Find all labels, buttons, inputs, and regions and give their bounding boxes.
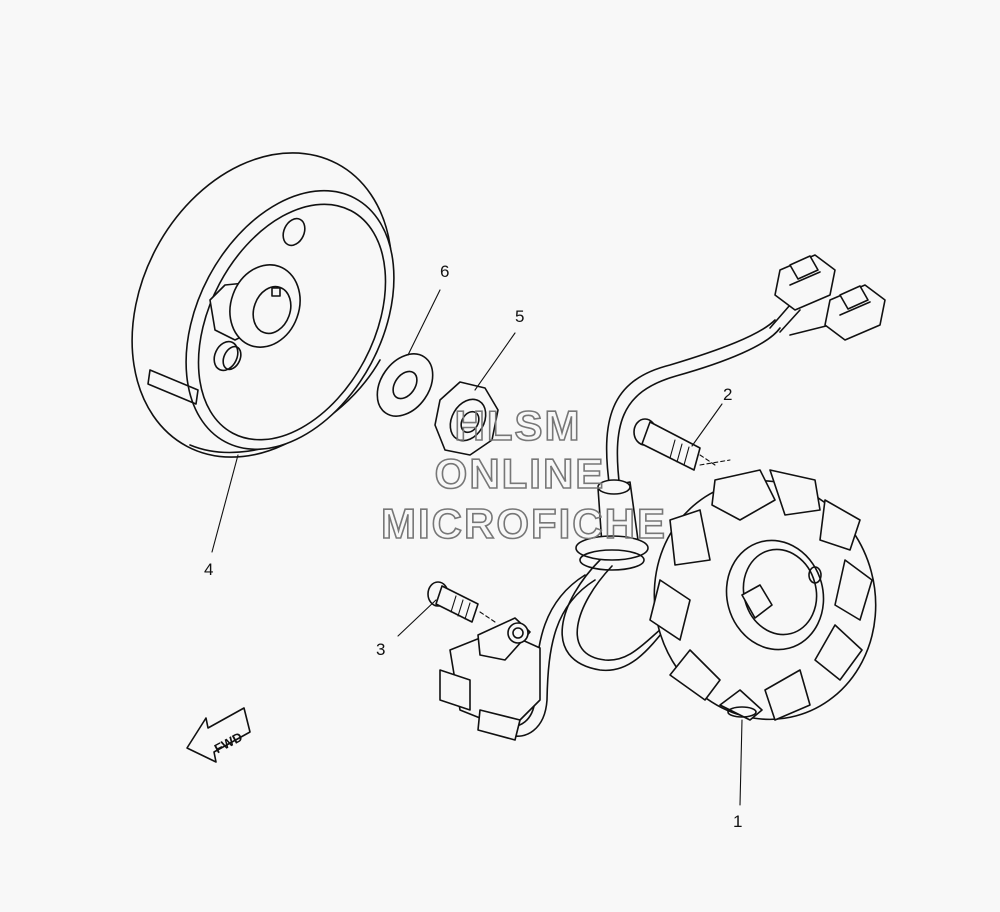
rotor-flywheel[interactable] xyxy=(81,107,443,502)
connector-lower[interactable] xyxy=(824,284,886,341)
connector-upper[interactable] xyxy=(774,254,836,311)
leader-6 xyxy=(407,289,441,356)
callout-4: 4 xyxy=(204,560,213,579)
callout-3: 3 xyxy=(376,640,385,659)
pickup-screw[interactable] xyxy=(427,581,496,623)
wiring-harness xyxy=(504,304,831,737)
stator-assembly[interactable] xyxy=(628,456,903,745)
leader-5 xyxy=(474,332,516,391)
forward-direction-arrow: FWD xyxy=(186,707,251,763)
leader-4 xyxy=(211,454,239,553)
watermark-line-2: ONLINE xyxy=(435,450,606,497)
washer[interactable] xyxy=(366,343,444,426)
callout-6: 6 xyxy=(440,262,449,281)
callout-1: 1 xyxy=(733,812,742,831)
pickup-coil[interactable] xyxy=(439,617,541,741)
callout-2: 2 xyxy=(723,385,732,404)
stator-bolt[interactable] xyxy=(633,418,716,471)
nut[interactable] xyxy=(434,381,499,456)
watermark: HLSM ONLINE MICROFICHE xyxy=(380,401,667,548)
leader-1 xyxy=(739,719,743,806)
watermark-line-3: MICROFICHE xyxy=(381,500,667,547)
leader-lines xyxy=(211,289,743,806)
leader-3 xyxy=(397,599,437,637)
leader-2 xyxy=(691,403,723,447)
callout-5: 5 xyxy=(515,307,524,326)
watermark-line-1: HLSM xyxy=(455,402,582,449)
